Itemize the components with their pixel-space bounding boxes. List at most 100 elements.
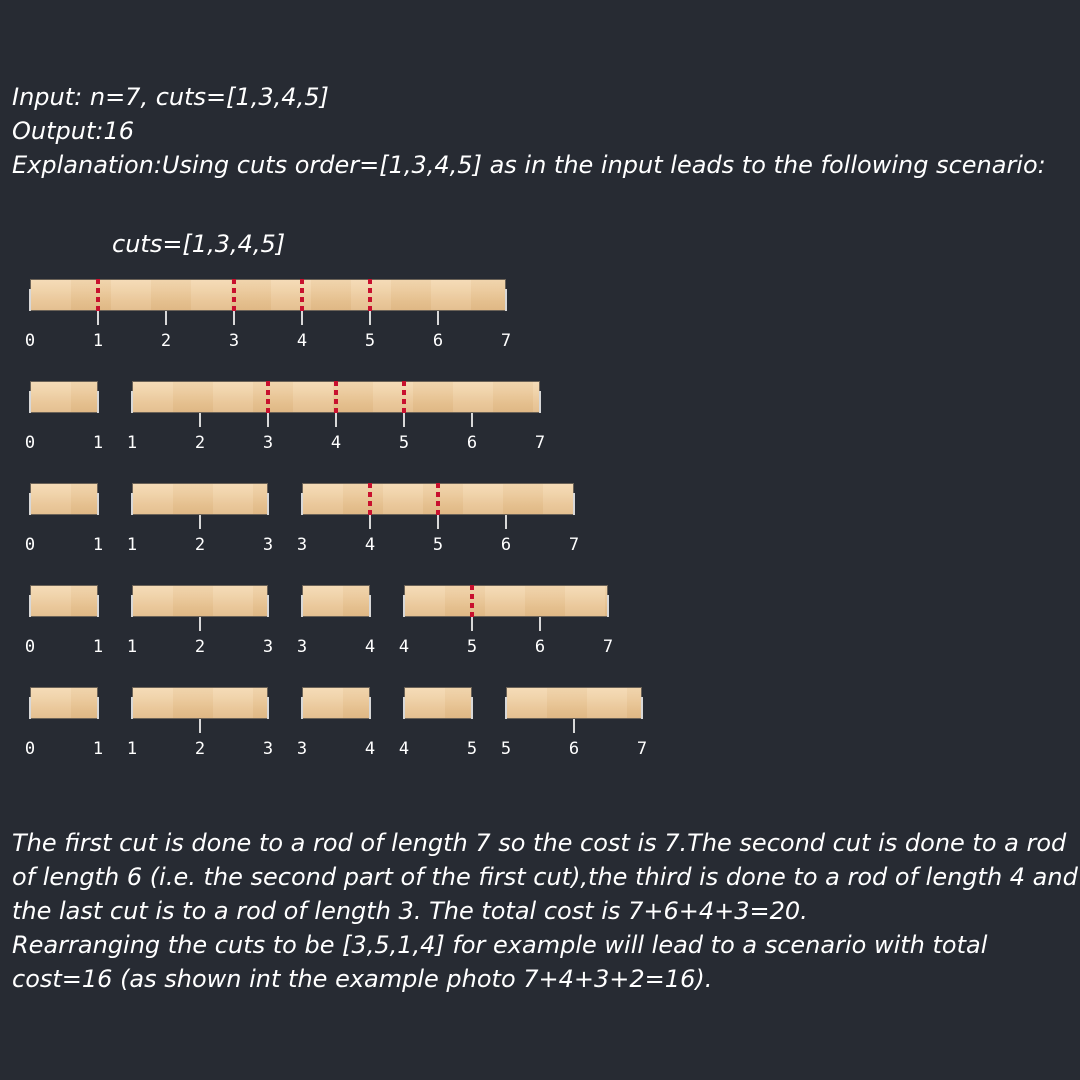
explanation-text-line: Rearranging the cuts to be [3,5,1,4] for… [12, 931, 988, 959]
position-tick [573, 719, 575, 733]
position-label: 4 [364, 637, 376, 657]
position-label: 6 [500, 535, 512, 555]
position-label: 1 [92, 331, 104, 351]
explanation-text-line: cost=16 (as shown int the example photo … [12, 965, 713, 993]
position-label: 7 [568, 535, 580, 555]
position-tick [97, 311, 99, 325]
position-label: 7 [534, 433, 546, 453]
cut-marker [266, 381, 270, 413]
rod-piece [302, 585, 370, 617]
position-tick [471, 617, 473, 631]
position-label: 2 [194, 535, 206, 555]
position-label: 4 [398, 739, 410, 759]
position-tick [607, 595, 609, 617]
position-label: 7 [636, 739, 648, 759]
position-tick [437, 311, 439, 325]
position-label: 3 [262, 535, 274, 555]
position-label: 4 [330, 433, 342, 453]
position-label: 4 [364, 535, 376, 555]
cut-marker [300, 279, 304, 311]
rod-piece [30, 483, 98, 515]
position-tick [165, 311, 167, 325]
cut-marker [402, 381, 406, 413]
position-label: 6 [534, 637, 546, 657]
position-tick [471, 413, 473, 427]
position-label: 4 [364, 739, 376, 759]
rod-piece [30, 381, 98, 413]
position-tick [505, 697, 507, 719]
position-label: 1 [92, 535, 104, 555]
position-tick [369, 515, 371, 529]
position-tick [97, 493, 99, 515]
position-label: 0 [24, 433, 36, 453]
explanation-line: Explanation:Using cuts order=[1,3,4,5] a… [12, 151, 1046, 179]
position-label: 4 [398, 637, 410, 657]
rod-piece [30, 585, 98, 617]
cut-marker [368, 279, 372, 311]
position-tick [573, 493, 575, 515]
rod-piece [30, 279, 506, 311]
rod-piece [30, 687, 98, 719]
position-label: 6 [568, 739, 580, 759]
position-tick [539, 617, 541, 631]
position-tick [301, 595, 303, 617]
position-tick [641, 697, 643, 719]
position-tick [233, 311, 235, 325]
explanation-text-line: The first cut is done to a rod of length… [12, 829, 1067, 857]
position-tick [301, 311, 303, 325]
position-label: 7 [500, 331, 512, 351]
cut-marker [232, 279, 236, 311]
position-tick [199, 413, 201, 427]
position-tick [471, 697, 473, 719]
position-tick [29, 493, 31, 515]
position-tick [97, 595, 99, 617]
position-tick [29, 595, 31, 617]
cut-marker [96, 279, 100, 311]
position-label: 1 [126, 637, 138, 657]
position-label: 0 [24, 637, 36, 657]
explanation-text-line: of length 6 (i.e. the second part of the… [12, 863, 1078, 891]
position-label: 5 [466, 637, 478, 657]
rod-piece [506, 687, 642, 719]
position-tick [131, 595, 133, 617]
position-label: 0 [24, 535, 36, 555]
position-label: 6 [432, 331, 444, 351]
cut-marker [334, 381, 338, 413]
explanation-text-line: the last cut is to a rod of length 3. Th… [12, 897, 808, 925]
position-tick [97, 391, 99, 413]
position-label: 1 [126, 535, 138, 555]
position-tick [369, 697, 371, 719]
position-label: 5 [398, 433, 410, 453]
position-tick [29, 289, 31, 311]
position-tick [29, 697, 31, 719]
position-label: 1 [92, 637, 104, 657]
position-tick [131, 493, 133, 515]
position-label: 6 [466, 433, 478, 453]
position-label: 0 [24, 739, 36, 759]
position-label: 5 [466, 739, 478, 759]
position-tick [403, 595, 405, 617]
cut-marker [436, 483, 440, 515]
position-label: 2 [194, 739, 206, 759]
position-label: 3 [262, 637, 274, 657]
position-label: 4 [296, 331, 308, 351]
position-tick [505, 289, 507, 311]
position-tick [301, 493, 303, 515]
rod-piece [132, 687, 268, 719]
cut-marker [368, 483, 372, 515]
position-tick [267, 697, 269, 719]
position-tick [437, 515, 439, 529]
position-tick [29, 391, 31, 413]
cuts-label: cuts=[1,3,4,5] [112, 230, 286, 258]
position-label: 3 [262, 739, 274, 759]
position-tick [199, 515, 201, 529]
position-tick [267, 493, 269, 515]
explanation-paragraph: The first cut is done to a rod of length… [12, 826, 1078, 996]
position-label: 5 [364, 331, 376, 351]
position-label: 3 [228, 331, 240, 351]
position-tick [267, 413, 269, 427]
position-label: 3 [262, 433, 274, 453]
position-label: 1 [92, 433, 104, 453]
position-tick [131, 391, 133, 413]
position-tick [335, 413, 337, 427]
